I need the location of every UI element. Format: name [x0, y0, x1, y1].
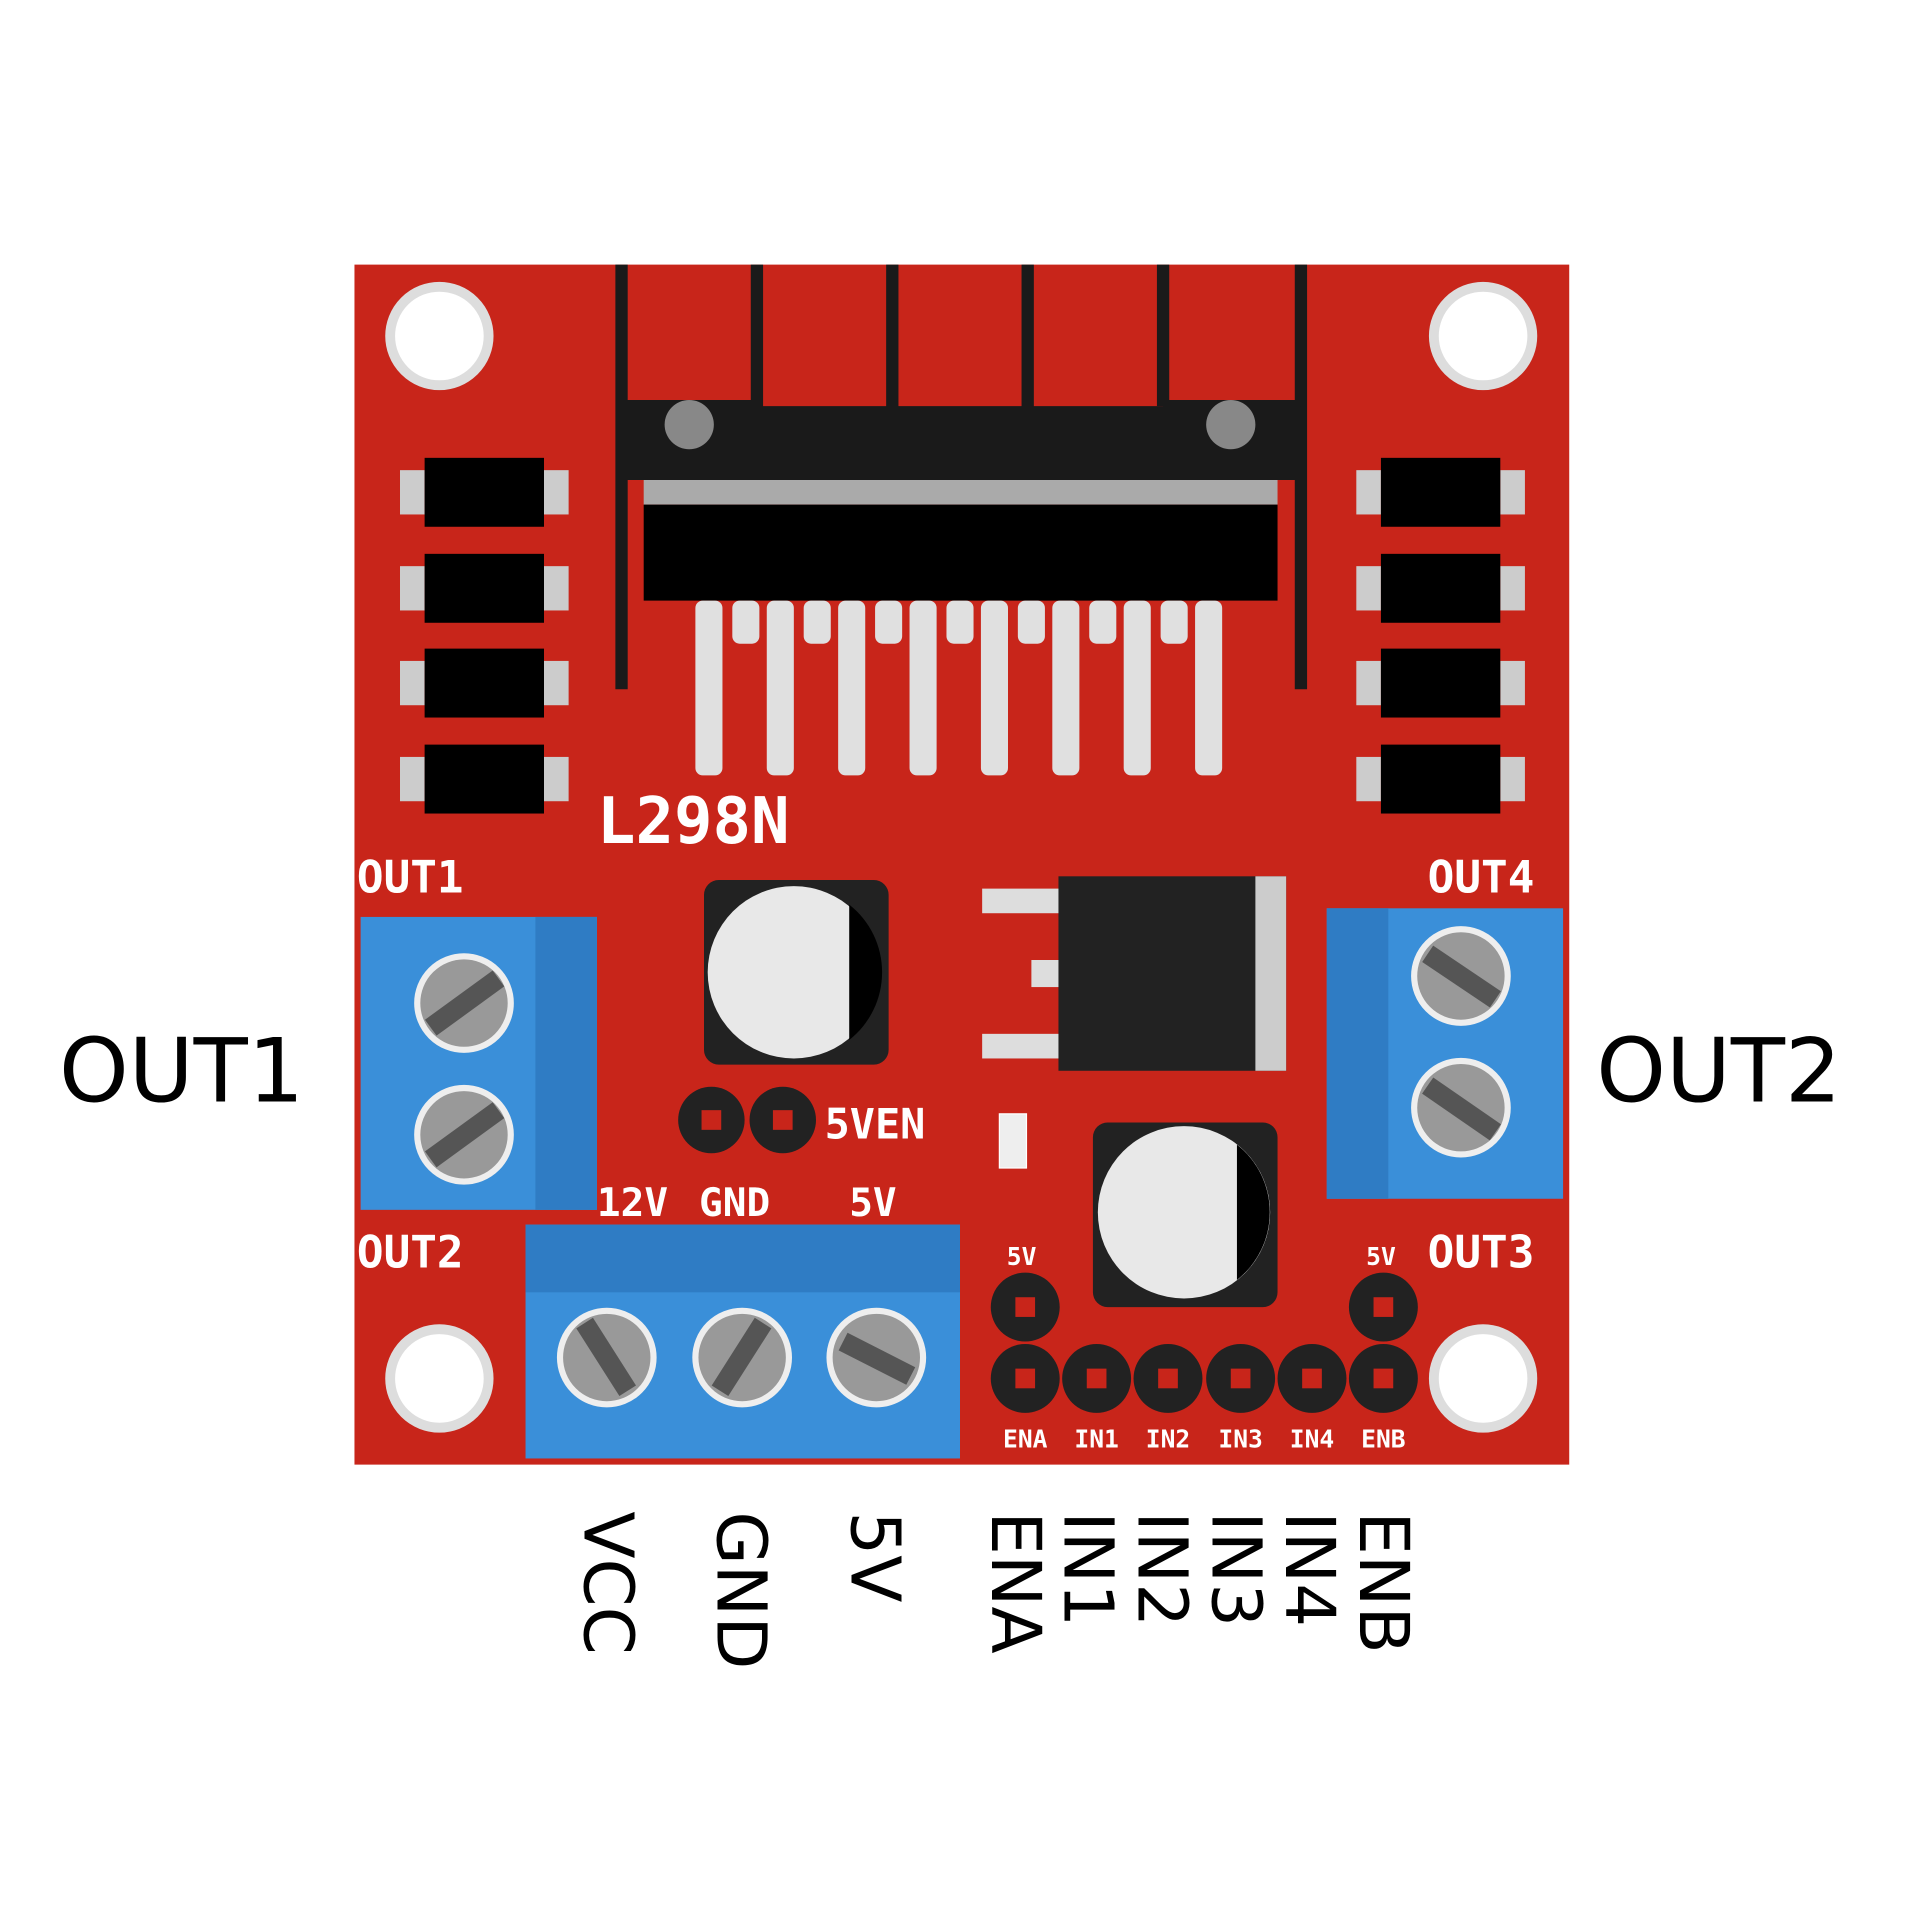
callout-enb: ENB	[1343, 1511, 1423, 1653]
silk-out3: OUT3	[1428, 1228, 1535, 1279]
silk-5v-left: 5V	[1007, 1242, 1037, 1271]
chip-leg	[803, 600, 831, 644]
diode-pad	[1356, 756, 1381, 802]
callout-in3: IN3	[1195, 1511, 1275, 1627]
silk-12v: 12V	[597, 1180, 668, 1226]
pin-pad	[1158, 1368, 1178, 1389]
chip-leg	[766, 600, 794, 776]
diode-pad	[400, 566, 425, 611]
diode-pad	[544, 660, 569, 706]
callout-ena: ENA	[975, 1511, 1055, 1653]
chip-leg	[1052, 600, 1080, 776]
pin-pad	[1086, 1368, 1107, 1389]
diode-pad	[1356, 566, 1381, 611]
diodes	[400, 457, 1525, 814]
terminal-out1-out2-left[interactable]	[360, 916, 597, 1210]
silk-pin-label: IN2	[1146, 1424, 1190, 1453]
chip-leg	[1195, 600, 1223, 776]
diode-pad	[544, 470, 569, 515]
diode-pad	[1500, 756, 1525, 802]
pin-pad	[1230, 1368, 1251, 1389]
silk-pin-label: IN3	[1218, 1424, 1262, 1453]
diode-pad	[1500, 470, 1525, 515]
diode-pad	[400, 756, 425, 802]
silk-out1: OUT1	[357, 852, 464, 903]
diode-pad	[544, 566, 569, 611]
silk-out4: OUT4	[1428, 852, 1535, 903]
pin-pad	[1373, 1368, 1394, 1389]
control-header-pins[interactable]	[990, 1272, 1418, 1413]
diode	[424, 457, 544, 527]
silk-pin-label: IN4	[1290, 1424, 1334, 1453]
silk-out2: OUT2	[357, 1228, 464, 1279]
chip-leg	[732, 600, 760, 644]
pin-pad	[1373, 1297, 1394, 1317]
pin-pad	[1015, 1297, 1036, 1317]
capacitor	[1092, 1122, 1278, 1308]
heatsink	[615, 264, 1308, 690]
chip-leg	[1123, 600, 1151, 776]
silk-gnd: GND	[699, 1180, 770, 1226]
chip-leg	[695, 600, 723, 776]
chip-leg	[1089, 600, 1117, 644]
diode	[424, 744, 544, 814]
diode	[1380, 744, 1501, 814]
diode-pad	[1500, 660, 1525, 706]
callout-out1: OUT1	[59, 1020, 304, 1123]
callout-vcc: VCC	[568, 1511, 648, 1654]
mounting-holes	[385, 281, 1538, 1433]
callout-in1: IN1	[1048, 1511, 1128, 1627]
diode-pad	[544, 756, 569, 802]
callout-out2: OUT2	[1596, 1020, 1841, 1123]
callout-gnd: GND	[701, 1511, 781, 1669]
chip-leg	[980, 600, 1008, 776]
callout-in2: IN2	[1121, 1511, 1201, 1627]
terminal-power[interactable]	[525, 1224, 960, 1459]
callout-5v: 5V	[835, 1511, 915, 1602]
diode	[424, 553, 544, 623]
diode-pad	[400, 660, 425, 706]
diode-pad	[400, 470, 425, 515]
pin-pad	[1302, 1368, 1322, 1389]
chip-leg	[1160, 600, 1188, 644]
diode	[1380, 553, 1501, 623]
chip-label: L298N	[597, 785, 790, 859]
pin-pad	[1015, 1368, 1036, 1389]
voltage-regulator	[982, 876, 1287, 1071]
silk-pin-label: ENB	[1361, 1424, 1405, 1453]
diode	[1380, 457, 1501, 527]
capacitor	[704, 880, 889, 1065]
chip-leg	[875, 600, 903, 644]
diode-pad	[1500, 566, 1525, 611]
led	[998, 1113, 1028, 1169]
silk-5v-right: 5V	[1366, 1242, 1396, 1271]
silk-pin-label: ENA	[1003, 1424, 1048, 1453]
callout-in4: IN4	[1269, 1511, 1349, 1627]
diode	[1380, 648, 1501, 718]
terminal-out3-out4-right[interactable]	[1326, 908, 1564, 1199]
diode	[424, 648, 544, 718]
chip-leg	[838, 600, 866, 776]
chip-leg	[1017, 600, 1045, 644]
chip-leg	[946, 600, 974, 644]
silk-5v: 5V	[849, 1180, 896, 1226]
5ven-jumper[interactable]	[678, 1086, 816, 1154]
diode-pad	[1356, 470, 1381, 515]
chip-leg	[909, 600, 937, 776]
l298n-chip	[643, 480, 1278, 776]
diode-pad	[1356, 660, 1381, 706]
silk-pin-label: IN1	[1074, 1424, 1118, 1453]
sven-label: 5VEN	[825, 1099, 926, 1148]
